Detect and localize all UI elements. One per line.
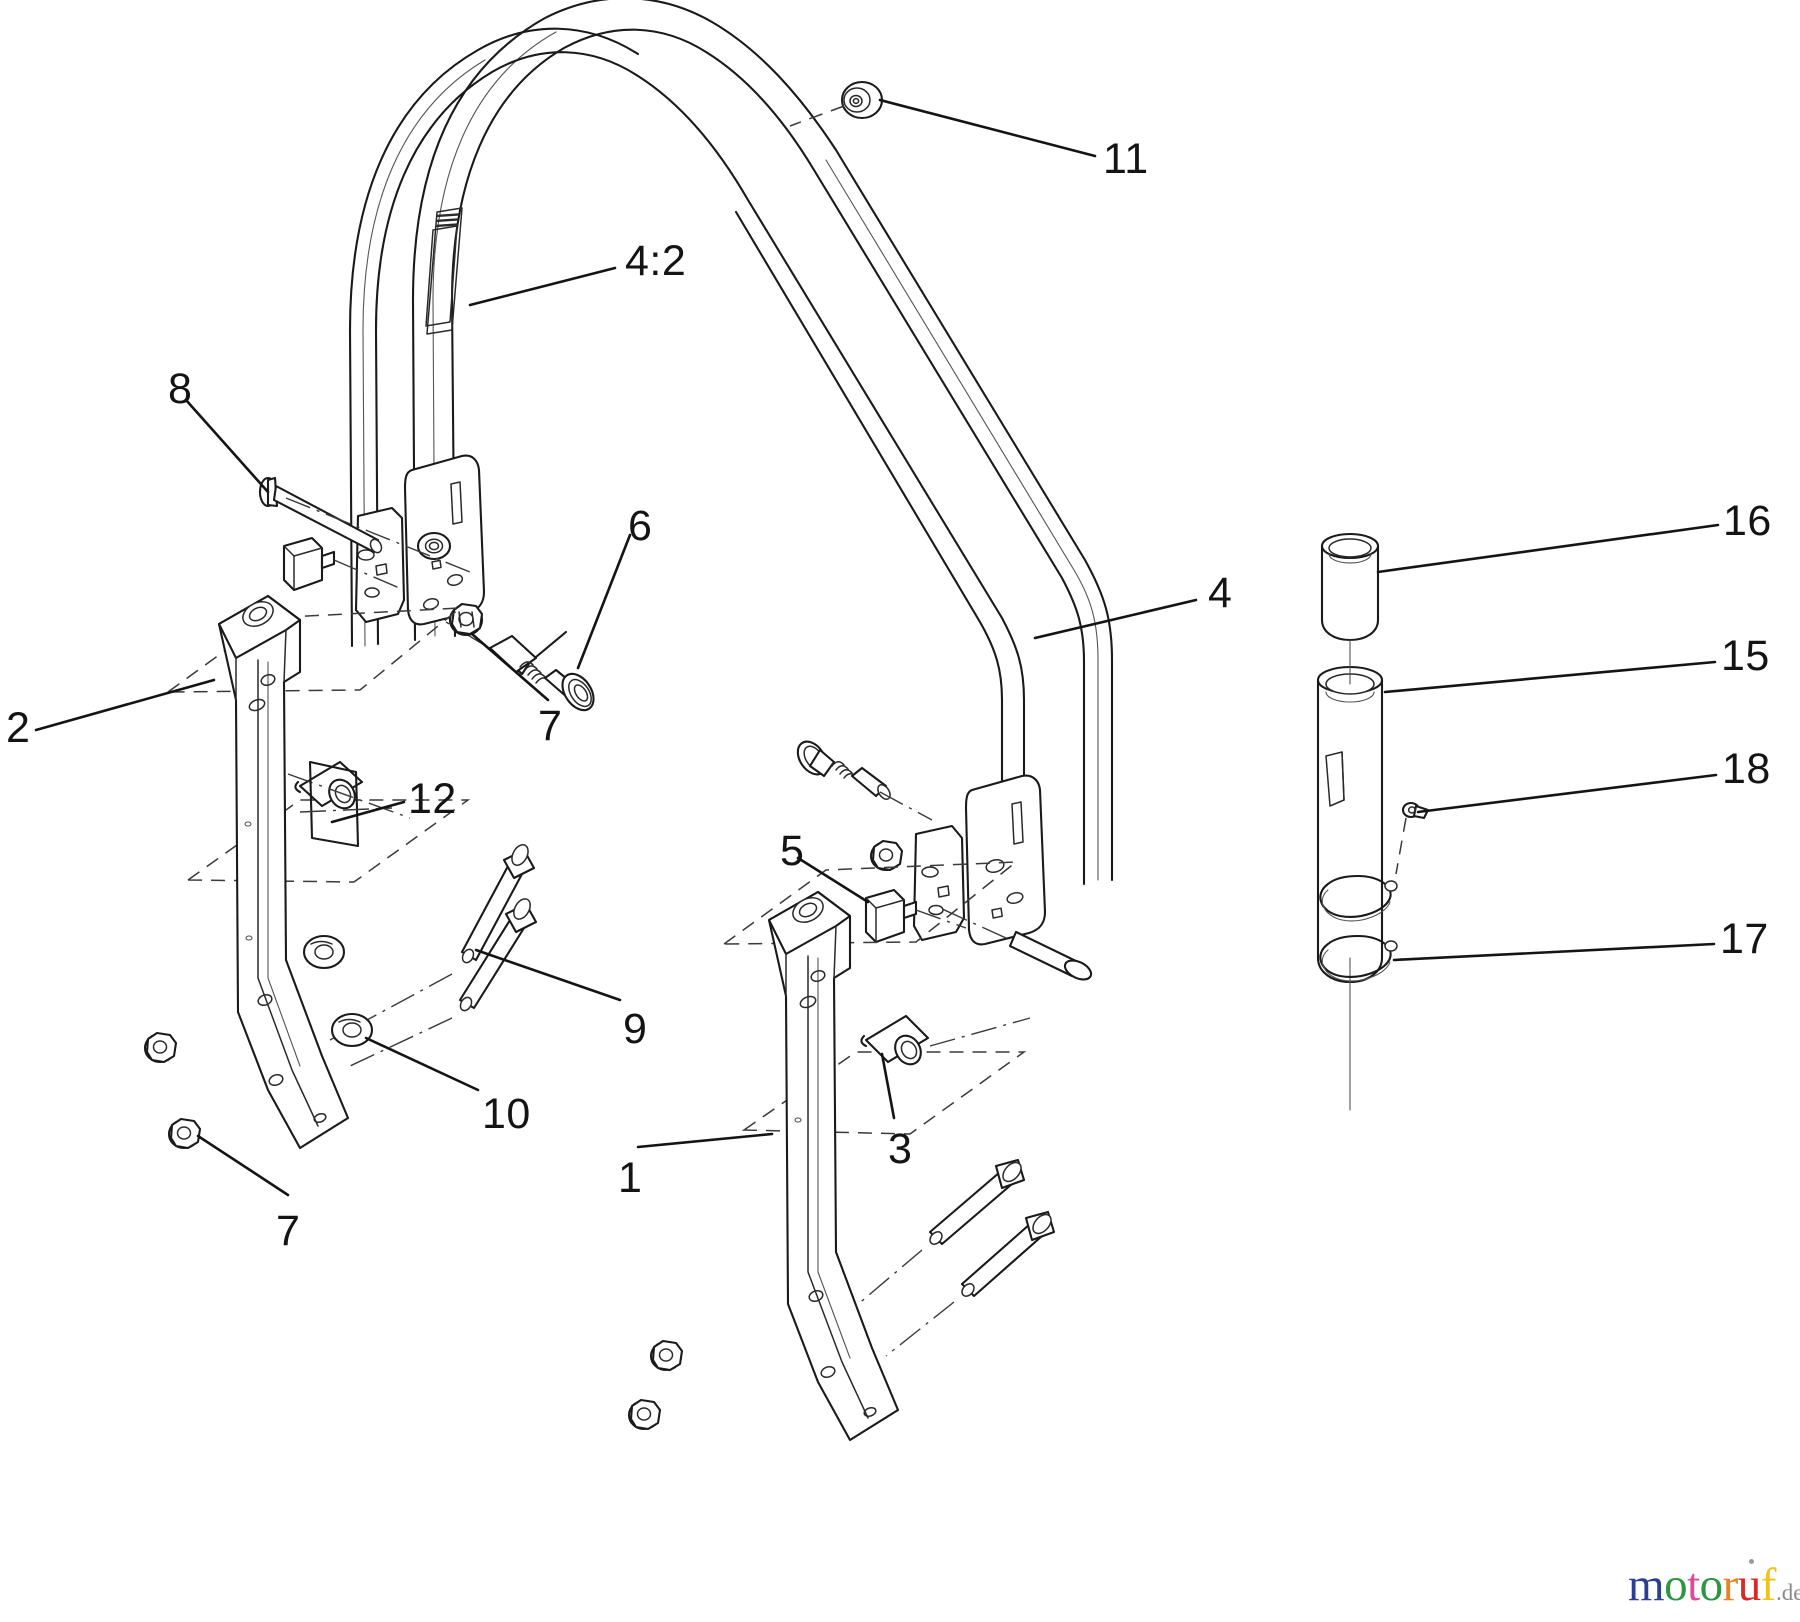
part-7-flange-nut-right — [869, 839, 904, 872]
part-1-right-mount-post — [721, 861, 1027, 1442]
callout-leader-lines — [34, 98, 1720, 1197]
part-5-bumper-right — [864, 888, 967, 944]
part-8-shoulder-bolt — [258, 476, 471, 573]
logo-dot-accent — [1749, 1559, 1754, 1564]
callout-label-3: 3 — [888, 1125, 913, 1173]
pin-assembly-right — [1316, 532, 1430, 1111]
part-17-retaining-clip-upper — [1319, 874, 1398, 922]
bushing-spacer-left — [287, 760, 411, 819]
part-15-pin-body — [1316, 665, 1384, 984]
callout-label-10: 10 — [482, 1090, 531, 1138]
part-6-knob-bolt-right — [796, 740, 933, 821]
roll-bar-assembly — [348, 0, 1114, 902]
right-hinge-bracket-plates — [912, 774, 1047, 946]
part-5-bumper-left — [282, 536, 405, 592]
clevis-pin-right — [939, 907, 1093, 981]
roll-bar-decal — [425, 207, 463, 335]
part-7-flange-nut-bottom-b — [627, 1398, 662, 1431]
callout-label-6: 6 — [628, 502, 653, 550]
part-7-flange-nut-bottom-a — [649, 1339, 684, 1372]
part-10-washer-upper — [302, 934, 346, 970]
left-hinge-bracket-plates — [354, 454, 486, 626]
logo-letter-t: t — [1687, 1559, 1700, 1611]
part-2-left-mount-post — [165, 594, 471, 1150]
part-9-bolt-upper — [329, 843, 536, 1041]
part-10-washer-lower — [330, 1012, 374, 1048]
part-11-plug-cap — [789, 80, 884, 127]
logo-suffix: .de — [1775, 1580, 1800, 1605]
callout-label-9: 9 — [623, 1005, 648, 1053]
part-7-flange-nut-lower-left-b — [167, 1117, 202, 1150]
callout-label-1: 1 — [618, 1154, 643, 1202]
part-3-bushing-spacer — [860, 1014, 1031, 1066]
logo-letter-m: m — [1628, 1559, 1665, 1611]
callout-label-7-b: 7 — [276, 1207, 301, 1255]
callout-label-4: 4 — [1208, 569, 1233, 617]
part-16-sleeve — [1320, 532, 1380, 642]
logo-letter-r: r — [1722, 1559, 1739, 1611]
bolt-bottom-right-upper — [855, 1158, 1026, 1307]
callout-label-8: 8 — [168, 365, 193, 413]
callout-label-15: 15 — [1721, 632, 1770, 680]
logo-letter-u: u — [1737, 1559, 1762, 1611]
callout-label-4-2: 4:2 — [625, 237, 687, 285]
callout-label-5: 5 — [780, 827, 805, 875]
callout-label-7-a: 7 — [538, 702, 563, 750]
part-17-retaining-clip-lower — [1319, 934, 1398, 982]
part-6-knob-bolt-left — [445, 621, 595, 712]
part-18-screw — [1395, 801, 1430, 875]
motoruf-watermark-logo: motoruf.de — [1628, 1559, 1800, 1611]
callout-label-2: 2 — [6, 704, 31, 752]
callout-label-12: 12 — [408, 775, 457, 823]
part-9-bolt-lower — [349, 898, 538, 1067]
part-7-flange-nut-lower-left-a — [143, 1031, 178, 1064]
bolt-bottom-right-lower — [885, 1210, 1056, 1357]
callout-label-16: 16 — [1723, 497, 1772, 545]
callout-label-17: 17 — [1720, 915, 1769, 963]
callout-label-11: 11 — [1103, 135, 1149, 183]
callout-label-18: 18 — [1722, 745, 1771, 793]
logo-letter-f: f — [1760, 1559, 1777, 1611]
part-7-flange-nut-center — [448, 602, 484, 637]
logo-letter-o2: o — [1699, 1559, 1724, 1611]
logo-letter-o1: o — [1664, 1559, 1688, 1611]
